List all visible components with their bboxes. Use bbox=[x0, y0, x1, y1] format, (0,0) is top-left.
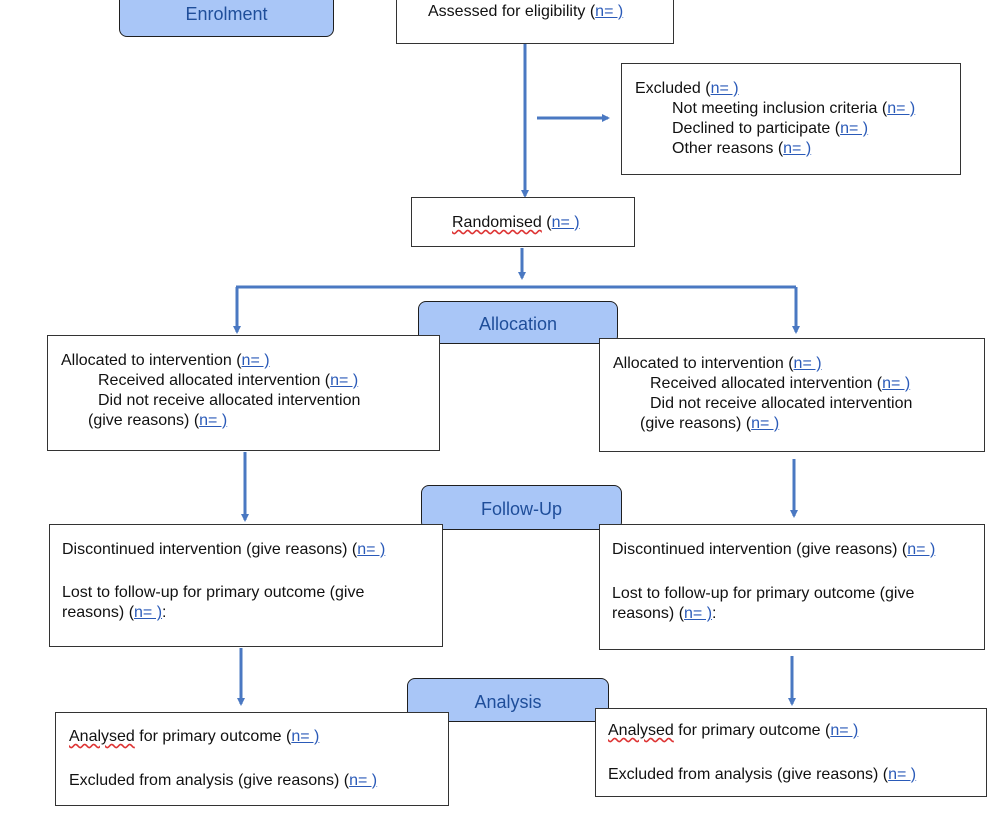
excluded-box: Excluded (n= ) Not meeting inclusion cri… bbox=[621, 63, 961, 175]
excluded-analysis-text: Excluded from analysis (give reasons) ( bbox=[608, 766, 889, 783]
n-field: n= ) bbox=[887, 100, 916, 117]
n-field: n= ) bbox=[710, 80, 739, 97]
analysed-word: Analysed bbox=[608, 722, 674, 739]
n-field: n= ) bbox=[751, 415, 780, 432]
analysed-word: Analysed bbox=[69, 728, 135, 745]
excluded-title: Excluded ( bbox=[635, 80, 711, 97]
n-field: n= ) bbox=[241, 352, 270, 369]
discontinued-text: Discontinued intervention (give reasons)… bbox=[612, 541, 908, 558]
excluded-item: Other reasons ( bbox=[672, 140, 784, 157]
followup-box-right: Discontinued intervention (give reasons)… bbox=[599, 524, 985, 650]
analysis-box-left: Analysed for primary outcome (n= ) Exclu… bbox=[55, 712, 449, 806]
analysed-rest: for primary outcome ( bbox=[134, 728, 292, 745]
analysis-box-right: Analysed for primary outcome (n= ) Exclu… bbox=[595, 708, 987, 797]
allocated-text: Allocated to intervention ( bbox=[613, 355, 794, 372]
allocated-text: Allocated to intervention ( bbox=[61, 352, 242, 369]
n-field: n= ) bbox=[882, 375, 911, 392]
assessed-text: Assessed for eligibility ( bbox=[428, 3, 596, 20]
stage-label: Allocation bbox=[478, 314, 558, 334]
n-field: n= ) bbox=[199, 412, 228, 429]
not-received-text: Did not receive allocated intervention bbox=[98, 392, 361, 409]
excluded-analysis-text: Excluded from analysis (give reasons) ( bbox=[69, 772, 350, 789]
n-field: n= ) bbox=[830, 722, 859, 739]
randomised-rest: ( bbox=[541, 214, 552, 231]
n-field: n= ) bbox=[793, 355, 822, 372]
n-field: n= ) bbox=[291, 728, 320, 745]
randomised-word: Randomised bbox=[452, 214, 542, 231]
received-text: Received allocated intervention ( bbox=[98, 372, 331, 389]
lost-followup-text: Lost to follow-up for primary outcome (g… bbox=[612, 585, 915, 602]
n-field: n= ) bbox=[595, 3, 624, 20]
not-received-text: Did not receive allocated intervention bbox=[650, 395, 913, 412]
allocation-box-right: Allocated to intervention (n= ) Received… bbox=[599, 338, 985, 452]
colon: : bbox=[712, 605, 717, 622]
excluded-item: Not meeting inclusion criteria ( bbox=[672, 100, 888, 117]
randomised-box: Randomised (n= ) bbox=[411, 197, 635, 247]
n-field: n= ) bbox=[907, 541, 936, 558]
stage-analysis: Analysis bbox=[407, 678, 609, 722]
lost-followup-reasons: reasons) ( bbox=[62, 604, 135, 621]
n-field: n= ) bbox=[840, 120, 869, 137]
lost-followup-reasons: reasons) ( bbox=[612, 605, 685, 622]
assessed-box: Assessed for eligibility (n= ) bbox=[396, 0, 674, 44]
stage-allocation: Allocation bbox=[418, 301, 618, 344]
stage-enrolment: Enrolment bbox=[119, 0, 334, 37]
analysed-rest: for primary outcome ( bbox=[673, 722, 831, 739]
n-field: n= ) bbox=[551, 214, 580, 231]
allocation-box-left: Allocated to intervention (n= ) Received… bbox=[47, 335, 440, 451]
followup-box-left: Discontinued intervention (give reasons)… bbox=[49, 524, 443, 647]
n-field: n= ) bbox=[349, 772, 378, 789]
n-field: n= ) bbox=[783, 140, 812, 157]
stage-follow-up: Follow-Up bbox=[421, 485, 622, 530]
colon: : bbox=[162, 604, 167, 621]
n-field: n= ) bbox=[684, 605, 713, 622]
give-reasons-text: (give reasons) ( bbox=[88, 412, 200, 429]
lost-followup-text: Lost to follow-up for primary outcome (g… bbox=[62, 584, 365, 601]
n-field: n= ) bbox=[330, 372, 359, 389]
n-field: n= ) bbox=[134, 604, 163, 621]
received-text: Received allocated intervention ( bbox=[650, 375, 883, 392]
stage-label: Analysis bbox=[474, 692, 542, 712]
excluded-item: Declined to participate ( bbox=[672, 120, 841, 137]
discontinued-text: Discontinued intervention (give reasons)… bbox=[62, 541, 358, 558]
stage-label: Follow-Up bbox=[480, 499, 563, 519]
stage-label: Enrolment bbox=[185, 4, 268, 24]
give-reasons-text: (give reasons) ( bbox=[640, 415, 752, 432]
n-field: n= ) bbox=[888, 766, 917, 783]
n-field: n= ) bbox=[357, 541, 386, 558]
